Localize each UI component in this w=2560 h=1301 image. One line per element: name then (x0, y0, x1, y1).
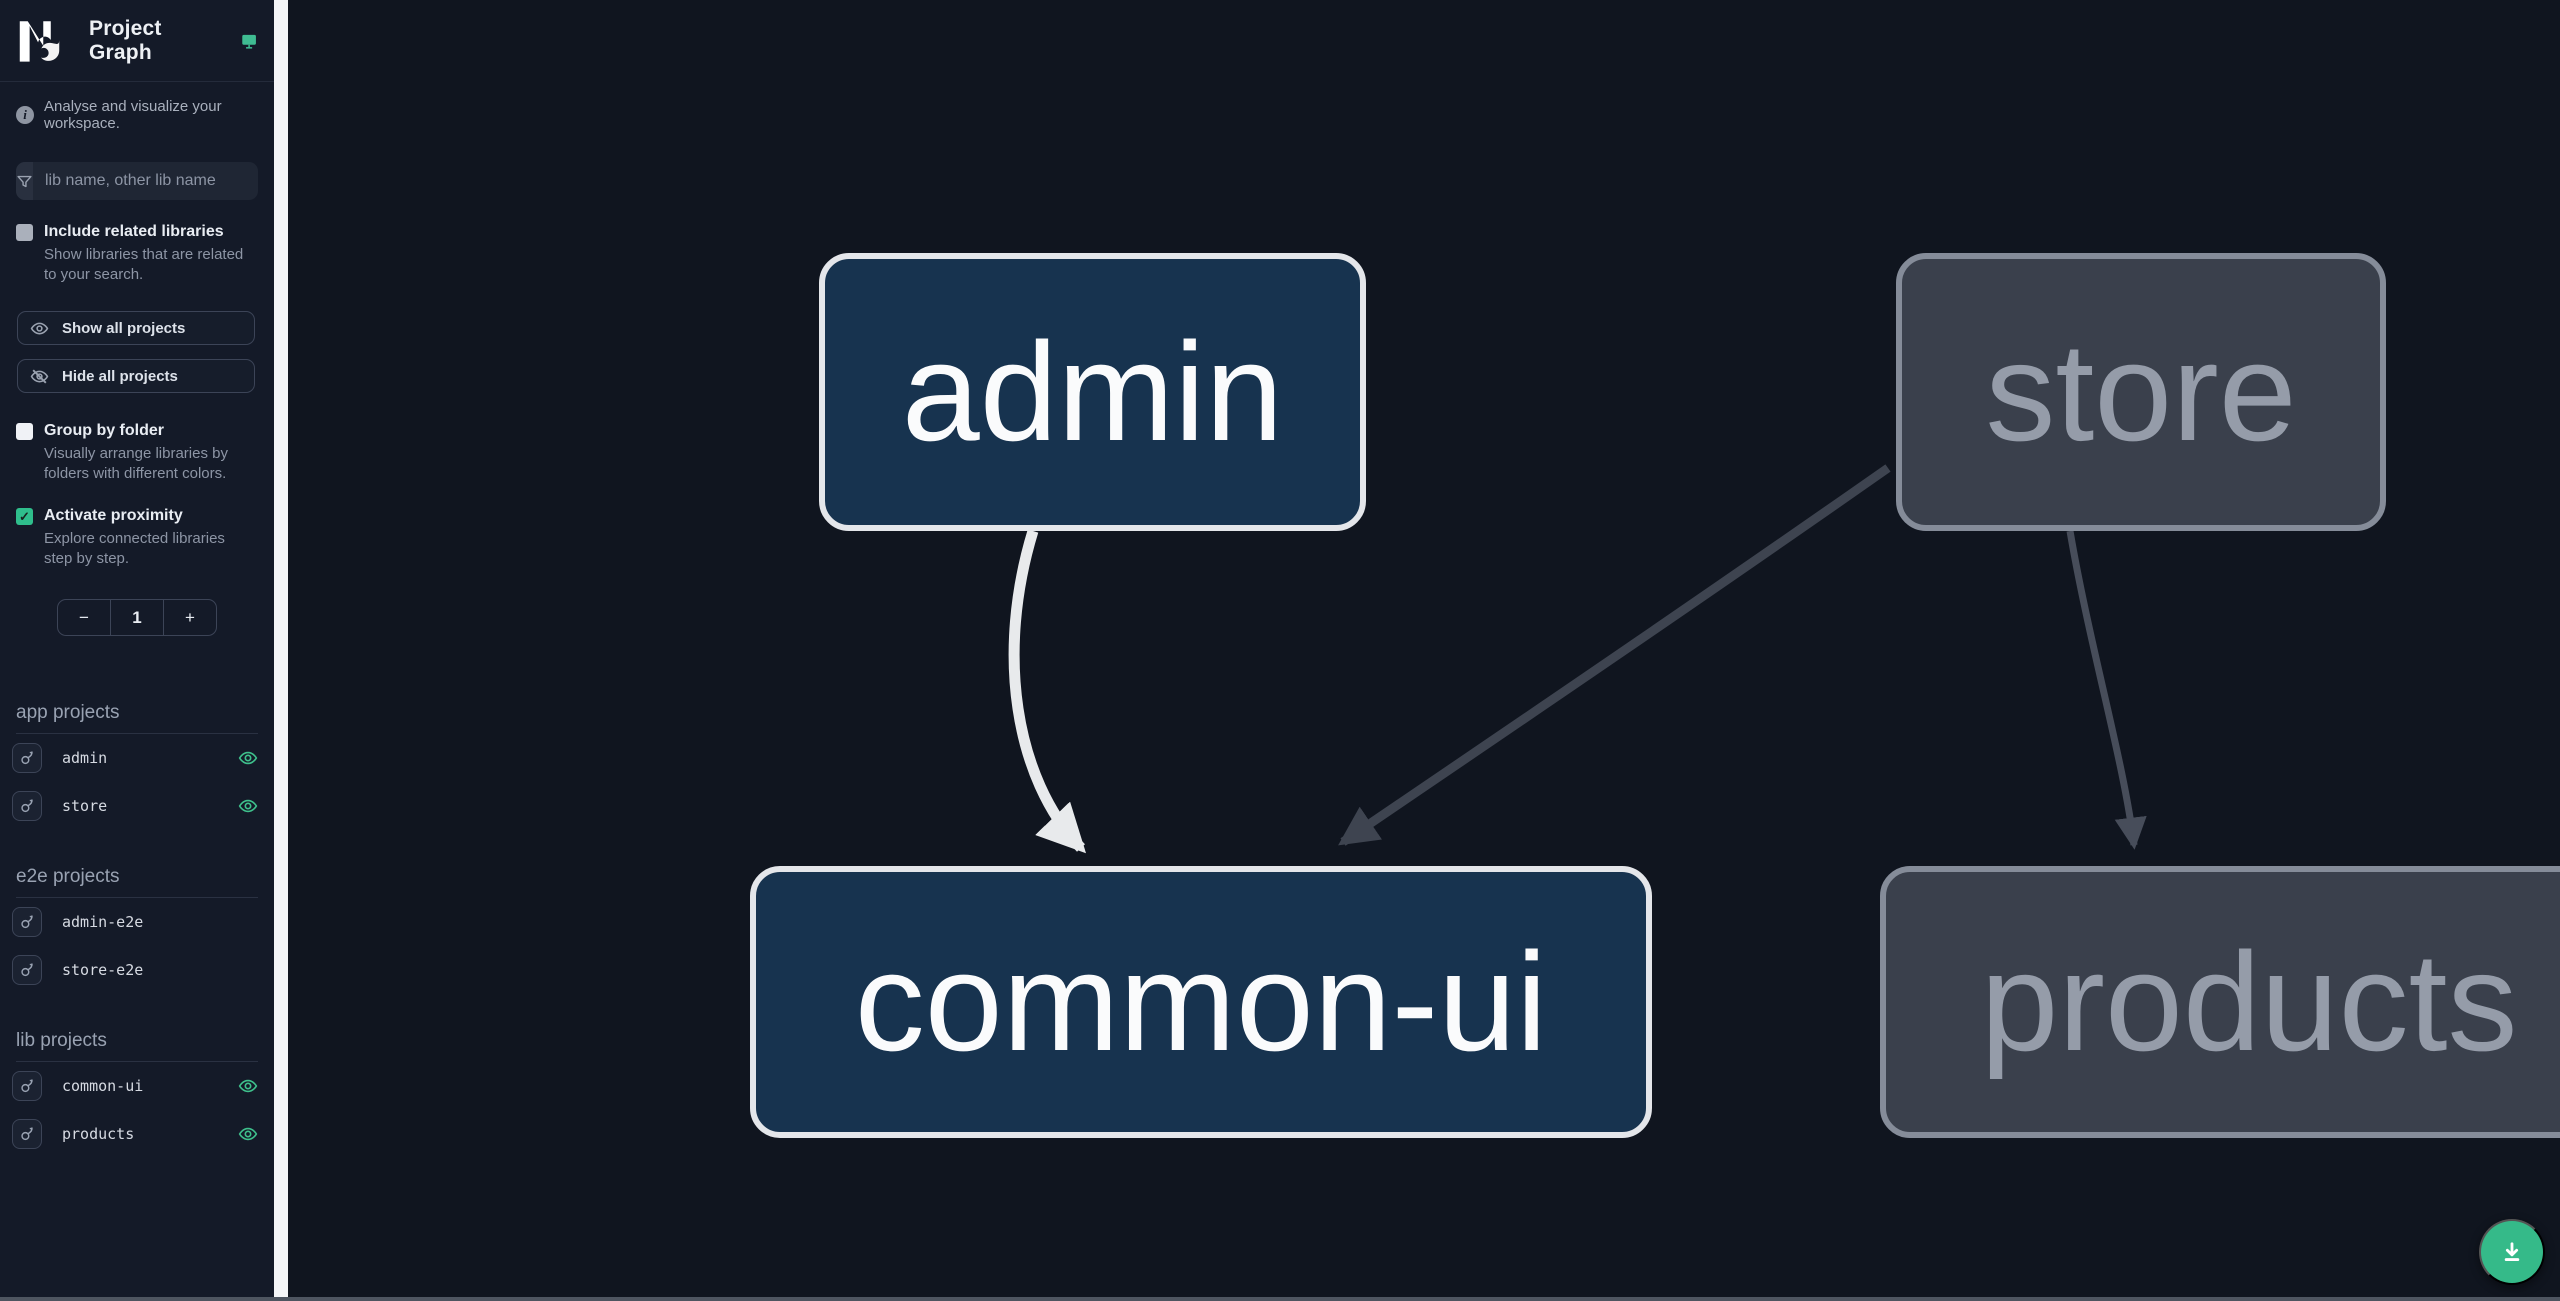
section-title: lib projects (16, 1030, 258, 1062)
project-section: app projects admin store (0, 702, 274, 830)
project-row: common-ui (0, 1062, 274, 1110)
hide-all-projects-button[interactable]: Hide all projects (17, 359, 255, 393)
include-related-checkbox[interactable] (16, 224, 33, 241)
project-visible-eye-icon[interactable] (238, 748, 258, 768)
project-name: store (62, 797, 108, 815)
edge-store-to-common-ui (1338, 464, 1891, 846)
project-row: admin-e2e (0, 898, 274, 946)
group-by-folder-label: Group by folder (44, 422, 164, 439)
section-title: app projects (16, 702, 258, 734)
page-title: Project Graph (89, 16, 162, 64)
search-input[interactable] (33, 162, 258, 200)
project-row: store (0, 782, 274, 830)
download-graph-button[interactable] (2479, 1219, 2545, 1285)
window-bottom-edge (0, 1297, 2560, 1301)
focus-project-button[interactable] (12, 955, 42, 985)
group-by-folder-toggle[interactable]: Group by folder Visually arrange librari… (16, 421, 258, 484)
project-visible-eye-icon[interactable] (238, 1124, 258, 1144)
group-by-folder-checkbox[interactable] (16, 423, 33, 440)
activate-proximity-checkbox[interactable] (16, 508, 33, 525)
project-row: admin (0, 734, 274, 782)
project-section: e2e projects admin-e2e store-e2e (0, 866, 274, 994)
activate-proximity-toggle[interactable]: Activate proximity Explore connected lib… (16, 506, 258, 569)
focus-project-button[interactable] (12, 1071, 42, 1101)
graph-node-admin[interactable]: admin (819, 253, 1366, 531)
proximity-decrement-button[interactable]: − (79, 607, 89, 627)
include-related-description: Show libraries that are related to your … (44, 246, 244, 283)
proximity-increment-button[interactable]: + (185, 607, 195, 627)
hide-all-label: Hide all projects (62, 367, 178, 385)
project-name: store-e2e (62, 961, 144, 979)
sidebar-scrollbar[interactable] (274, 0, 288, 1297)
project-name: admin-e2e (62, 913, 144, 931)
sidebar-header: Project Graph (0, 0, 274, 82)
project-name: admin (62, 749, 108, 767)
project-name: products (62, 1125, 135, 1143)
focus-project-button[interactable] (12, 1119, 42, 1149)
show-all-label: Show all projects (62, 319, 186, 337)
project-sections: app projects admin store e2e projects admin-… (0, 702, 274, 1158)
nx-logo-icon (19, 20, 60, 62)
graph-node-common-ui[interactable]: common-ui (750, 866, 1652, 1138)
focus-project-button[interactable] (12, 791, 42, 821)
project-row: store-e2e (0, 946, 274, 994)
activate-proximity-description: Explore connected libraries step by step… (44, 530, 225, 567)
group-by-folder-description: Visually arrange libraries by folders wi… (44, 445, 228, 482)
focus-project-button[interactable] (12, 743, 42, 773)
activate-proximity-label: Activate proximity (44, 507, 183, 524)
tagline-text: Analyse and visualize your workspace. (44, 98, 222, 132)
monitor-icon[interactable] (240, 31, 258, 51)
graph-canvas[interactable]: admin store common-ui products (288, 0, 2560, 1297)
include-related-label: Include related libraries (44, 223, 224, 240)
project-visible-eye-icon[interactable] (238, 1076, 258, 1096)
proximity-stepper: − 1 + (57, 599, 217, 636)
focus-project-button[interactable] (12, 907, 42, 937)
section-title: e2e projects (16, 866, 258, 898)
edge-store-to-products (2066, 530, 2147, 850)
graph-node-store[interactable]: store (1896, 253, 2386, 531)
show-all-projects-button[interactable]: Show all projects (17, 311, 255, 345)
proximity-value: 1 (110, 600, 164, 635)
eye-off-icon (30, 368, 49, 384)
download-icon (2504, 1242, 2520, 1261)
edge-admin-to-common-ui (1008, 529, 1087, 854)
info-icon: i (16, 106, 34, 124)
eye-icon (30, 322, 49, 334)
workspace-tagline: i Analyse and visualize your workspace. (16, 98, 258, 132)
include-related-toggle[interactable]: Include related libraries Show libraries… (16, 222, 258, 285)
graph-node-products[interactable]: products (1880, 866, 2560, 1138)
sidebar: Project Graph i Analyse and visualize yo… (0, 0, 274, 1297)
project-section: lib projects common-ui products (0, 1030, 274, 1158)
dependency-edges (1008, 464, 2147, 854)
project-name: common-ui (62, 1077, 144, 1095)
project-visible-eye-icon[interactable] (238, 796, 258, 816)
project-row: products (0, 1110, 274, 1158)
filter-funnel-icon (16, 162, 33, 200)
search-box (16, 162, 258, 200)
